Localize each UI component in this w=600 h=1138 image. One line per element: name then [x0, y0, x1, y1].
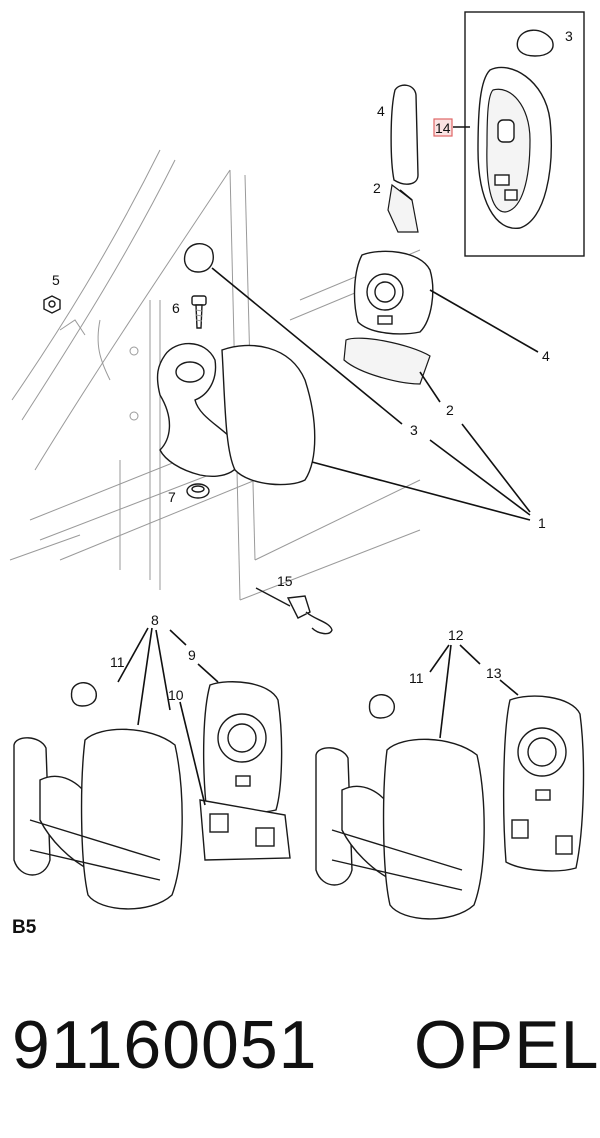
backplate-9 [202, 681, 283, 814]
callout-labels: 1 2 2 3 3 4 4 5 6 7 8 9 10 11 11 12 13 1… [52, 28, 573, 703]
callout-12: 12 [448, 627, 464, 643]
callout-10: 10 [168, 687, 184, 703]
callout-11: 11 [110, 654, 125, 670]
nut-part [43, 295, 61, 314]
callout-5: 5 [52, 272, 60, 288]
callout-3: 3 [410, 422, 418, 438]
callout-3: 3 [565, 28, 573, 44]
lower-cover-part [343, 337, 431, 385]
backplate-13 [502, 695, 585, 872]
highlight-box-14 [433, 118, 453, 137]
mirror-glass-part [390, 84, 419, 185]
detail-box [433, 11, 585, 257]
callout-2: 2 [446, 402, 454, 418]
callout-1: 1 [538, 515, 546, 531]
callout-4: 4 [542, 348, 550, 364]
long-arm-mirror-right [315, 738, 485, 920]
parts-diagram: 1 2 2 3 3 4 4 5 6 7 8 9 10 11 11 12 13 1… [9, 11, 585, 920]
leader-lines [117, 189, 539, 806]
part-number: 91160051 [12, 1007, 318, 1083]
callout-9: 9 [188, 647, 196, 663]
mirror-backplate-part [353, 250, 434, 335]
callout-14: 14 [435, 120, 451, 136]
callout-13: 13 [486, 665, 502, 681]
callout-11: 11 [409, 670, 424, 686]
callout-6: 6 [172, 300, 180, 316]
callout-4: 4 [377, 103, 385, 119]
long-arm-mirror-left [13, 728, 183, 910]
callout-2: 2 [373, 180, 381, 196]
grommet-part [186, 483, 210, 499]
cap-11-right [368, 694, 395, 719]
switch-panel-10 [199, 799, 291, 861]
callout-8: 8 [151, 612, 159, 628]
key-part [255, 587, 333, 635]
mirror-assembly-main [156, 342, 316, 486]
callout-7: 7 [168, 489, 176, 505]
cap-part [183, 243, 214, 273]
section-label: B5 [12, 917, 37, 938]
brand-name: OPEL [414, 1007, 600, 1083]
callout-15: 15 [277, 573, 293, 589]
screw-part [191, 295, 207, 329]
cap-11-left [70, 682, 97, 707]
